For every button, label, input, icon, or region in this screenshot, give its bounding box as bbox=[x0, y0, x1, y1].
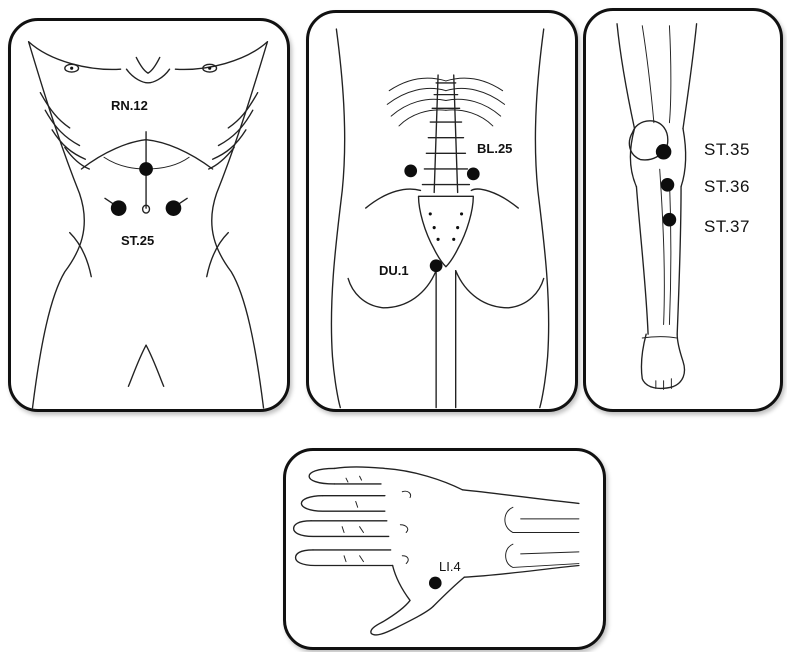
hand-panel: LI.4 bbox=[283, 448, 606, 650]
point-label-st37: ST.37 bbox=[704, 217, 750, 237]
point-label-st36: ST.36 bbox=[704, 177, 750, 197]
point-label-li4: LI.4 bbox=[439, 559, 461, 574]
point-label-st35: ST.35 bbox=[704, 140, 750, 160]
point-label-st25: ST.25 bbox=[121, 233, 154, 248]
point-label-rn12: RN.12 bbox=[111, 98, 148, 113]
point-label-bl25: BL.25 bbox=[477, 141, 512, 156]
leg-illustration bbox=[586, 11, 780, 409]
back-panel: BL.25 DU.1 bbox=[306, 10, 578, 412]
back-illustration bbox=[309, 13, 575, 409]
abdomen-illustration bbox=[11, 21, 287, 409]
abdomen-panel: RN.12 ST.25 bbox=[8, 18, 290, 412]
hand-illustration bbox=[286, 451, 603, 647]
leg-panel: ST.35 ST.36 ST.37 bbox=[583, 8, 783, 412]
point-label-du1: DU.1 bbox=[379, 263, 409, 278]
